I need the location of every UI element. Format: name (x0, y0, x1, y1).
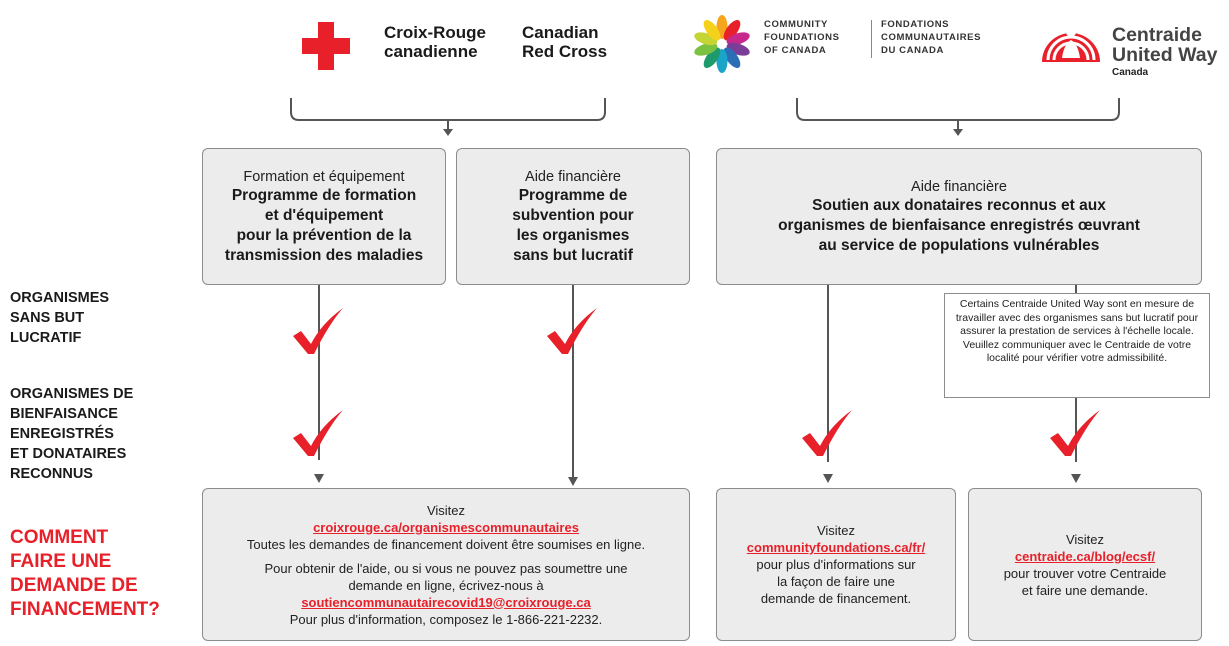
how-to-line: FAIRE UNE (10, 551, 112, 572)
help-text-line: Pour obtenir de l'aide, ou si vous ne po… (264, 560, 628, 576)
red-cross-fr-line2: canadienne (384, 42, 478, 61)
checkmark-icon (1050, 410, 1100, 456)
program-category: Aide financière (525, 168, 621, 185)
cf-divider (871, 20, 872, 58)
red-cross-fr-line1: Croix-Rouge (384, 23, 486, 42)
program-title-line: Programme de (518, 186, 628, 204)
united-way-line1: Centraide (1112, 24, 1202, 46)
arrow-head (568, 477, 578, 486)
program-box-nonprofit-grant: Aide financière Programme de subvention … (456, 148, 690, 285)
program-title-line: transmission des maladies (224, 246, 424, 264)
how-to-line: DEMANDE DE (10, 575, 138, 596)
program-title-line: Programme de formation (231, 186, 417, 204)
cf-fr-line1: FONDATIONS (881, 19, 950, 30)
program-title-line: organismes de bienfaisance enregistrés œ… (778, 216, 1140, 234)
united-way-eligibility-note: Certains Centraide United Way sont en me… (944, 293, 1210, 398)
visit-label: Visitez (816, 523, 856, 538)
how-to-line: FINANCEMENT? (10, 599, 160, 620)
checkmark-icon (547, 308, 597, 354)
cf-fr-line2: COMMUNAUTAIRES (881, 32, 982, 43)
program-title-line: pour la prévention de la (236, 226, 412, 244)
red-cross-email-link[interactable]: soutiencommunautairecovid19@croixrouge.c… (301, 594, 591, 610)
arrow-head (1071, 474, 1081, 483)
row-label-line: ORGANISMES (10, 290, 110, 306)
how-to-box-red-cross: Visitez croixrouge.ca/organismescommunau… (202, 488, 690, 641)
uw-info-line: et faire une demande. (1021, 582, 1149, 598)
how-to-box-united-way: Visitez centraide.ca/blog/ecsf/ pour tro… (968, 488, 1202, 641)
visit-label: Visitez (1065, 531, 1105, 547)
phone-text: Pour plus d'information, composez le 1-8… (289, 611, 603, 627)
united-way-note-text: Certains Centraide United Way sont en me… (955, 298, 1199, 364)
row-label-line: ET DONATAIRES (10, 446, 127, 462)
cf-uw-bracket (796, 98, 1120, 121)
cf-info-line: la façon de faire une (777, 574, 895, 589)
program-title-line: subvention pour (512, 206, 634, 224)
united-way-hand-icon (1042, 27, 1100, 62)
red-cross-link[interactable]: croixrouge.ca/organismescommunautaires (313, 519, 579, 535)
red-cross-icon (302, 22, 350, 70)
row-label-line: ENREGISTRÉS (10, 426, 114, 442)
community-foundations-logo: COMMUNITY FOUNDATIONS OF CANADA FONDATIO… (690, 12, 1000, 76)
arrow-head (314, 474, 324, 483)
row-label-line: RECONNUS (10, 466, 93, 482)
program-title-line: sans but lucratif (513, 246, 633, 264)
arrow-head (823, 474, 833, 483)
row-label-line: ORGANISMES DE (10, 386, 134, 402)
checkmark-icon (293, 410, 343, 456)
cf-fr-line3: DU CANADA (881, 45, 944, 56)
how-to-box-community-foundations: Visitez communityfoundations.ca/fr/ pour… (716, 488, 956, 641)
visit-label: Visitez (426, 502, 466, 518)
cf-en-line2: FOUNDATIONS (764, 32, 840, 43)
uw-info-line: pour trouver votre Centraide (1003, 565, 1167, 581)
row-label-nonprofit: ORGANISMES SANS BUT LUCRATIF (10, 288, 109, 348)
united-way-logo: Centraide United Way Canada (1038, 10, 1228, 80)
program-title-line: les organismes (516, 226, 630, 244)
united-way-link[interactable]: centraide.ca/blog/ecsf/ (1014, 548, 1156, 564)
row-label-charities: ORGANISMES DE BIENFAISANCE ENREGISTRÉS E… (10, 384, 133, 484)
cf-en-line1: COMMUNITY (764, 19, 828, 30)
cf-en-line3: OF CANADA (764, 45, 827, 56)
checkmark-icon (293, 308, 343, 354)
red-cross-en-line2: Red Cross (522, 42, 608, 61)
community-foundations-pinwheel-icon (694, 15, 750, 73)
row-label-line: LUCRATIF (10, 330, 82, 346)
arrow-head (953, 129, 963, 136)
how-to-line: COMMENT (10, 527, 109, 548)
online-requirement-text: Toutes les demandes de financement doive… (246, 536, 646, 552)
checkmark-icon (802, 410, 852, 456)
cf-info-line: demande de financement. (760, 591, 912, 606)
program-title-line: au service de populations vulnérables (818, 236, 1100, 254)
red-cross-logo: Croix-Rouge canadienne Canadian Red Cros… (302, 22, 622, 72)
red-cross-bracket (290, 98, 606, 121)
program-category: Aide financière (911, 178, 1007, 195)
program-box-training: Formation et équipement Programme de for… (202, 148, 446, 285)
community-foundations-link[interactable]: communityfoundations.ca/fr/ (746, 540, 926, 555)
program-category: Formation et équipement (243, 168, 405, 185)
program-title-line: Soutien aux donataires reconnus et aux (812, 196, 1106, 214)
cf-info-line: pour plus d'informations sur (756, 557, 916, 572)
red-cross-en-line1: Canadian (522, 23, 599, 42)
program-title-line: et d'équipement (264, 206, 384, 224)
help-text-line: demande en ligne, écrivez-nous à (348, 577, 544, 593)
united-way-line3: Canada (1112, 67, 1149, 78)
united-way-line2: United Way (1112, 44, 1218, 66)
row-label-line: BIENFAISANCE (10, 406, 118, 422)
arrow-head (443, 129, 453, 136)
row-label-how-to-apply: COMMENT FAIRE UNE DEMANDE DE FINANCEMENT… (10, 526, 160, 622)
program-box-donee-support: Aide financière Soutien aux donataires r… (716, 148, 1202, 285)
row-label-line: SANS BUT (10, 310, 85, 326)
